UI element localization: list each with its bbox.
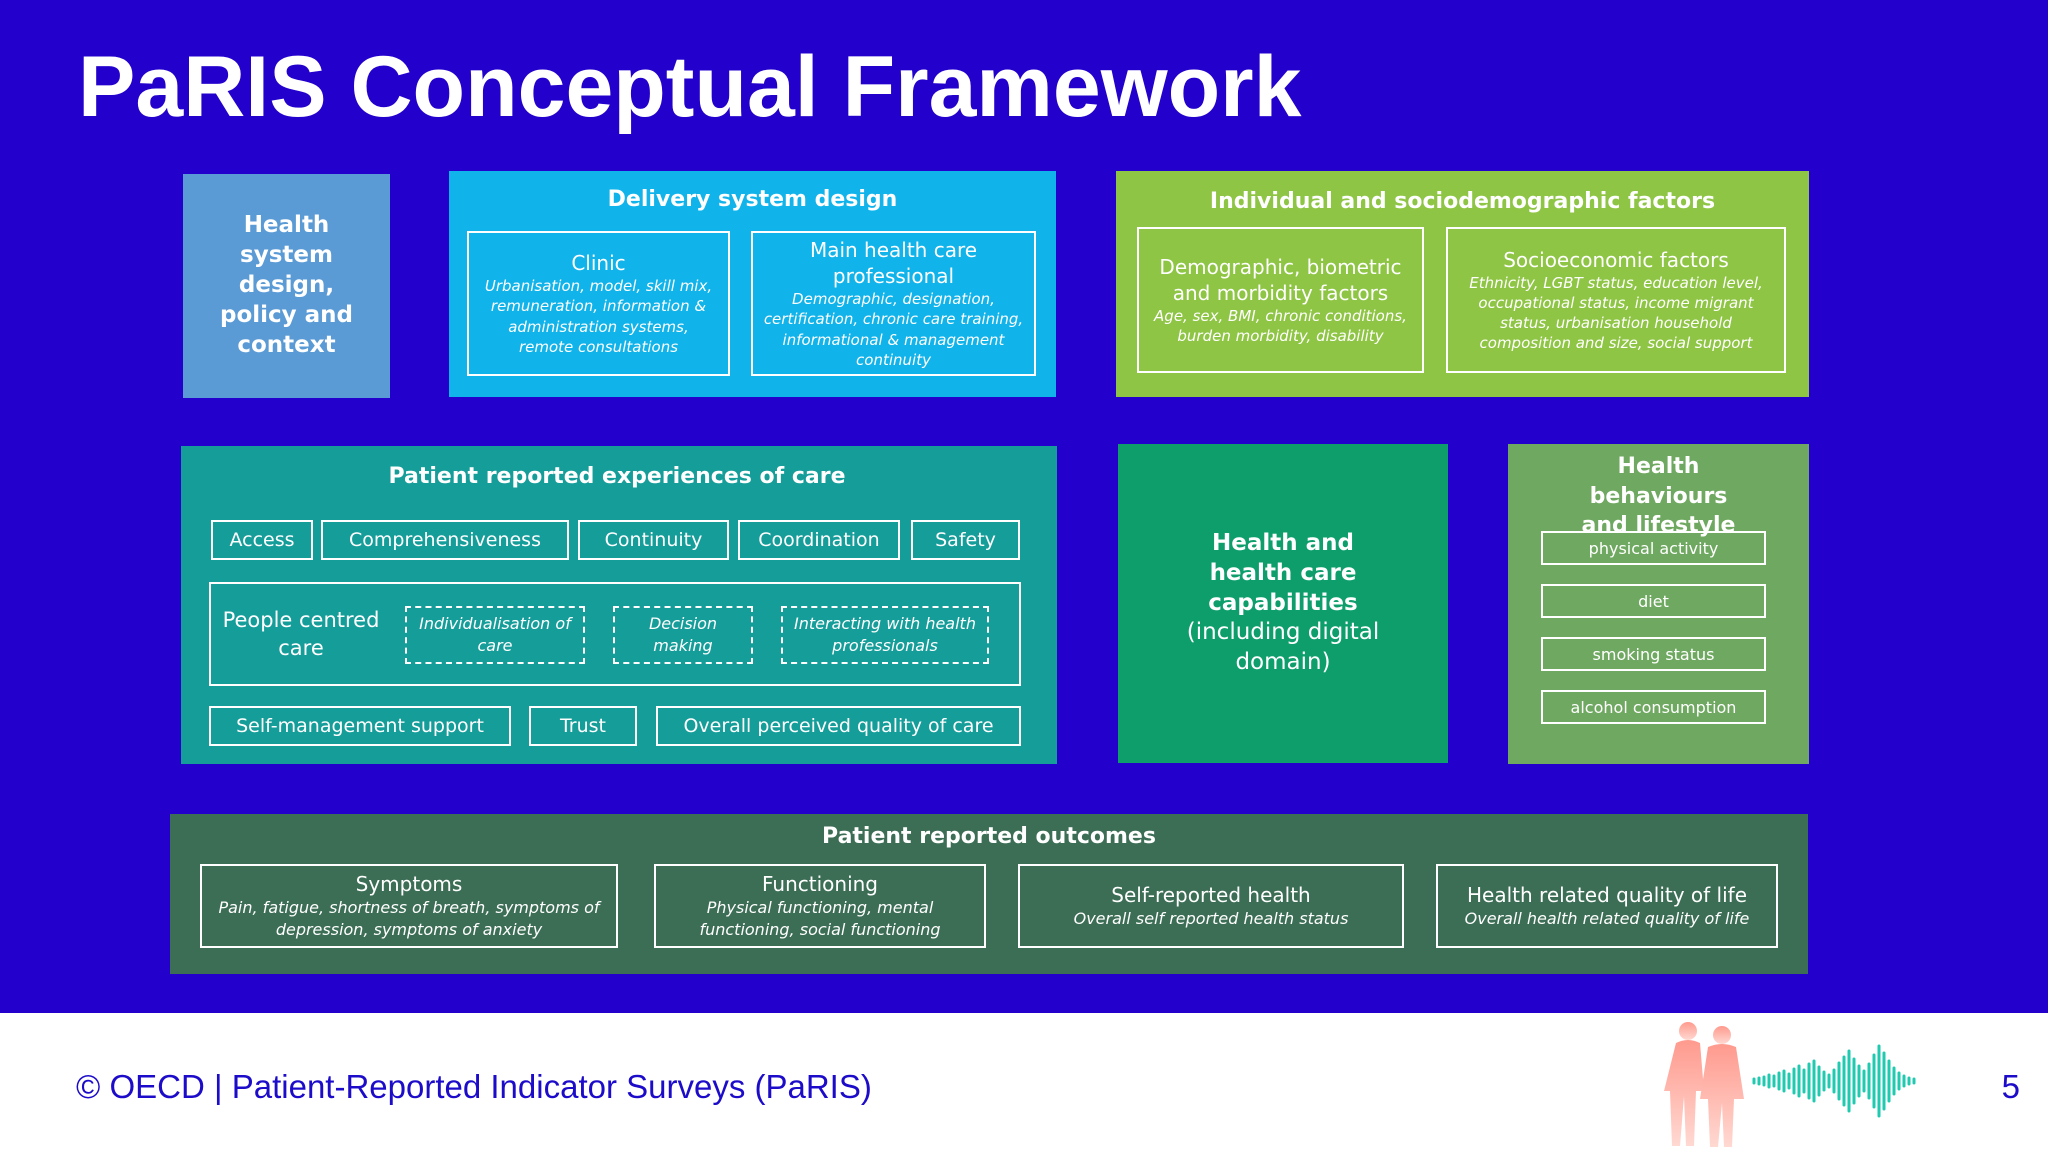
people-centred-item: Decision making xyxy=(613,606,753,664)
capabilities-box: Health and health care capabilities (inc… xyxy=(1118,444,1448,763)
delivery-system-box: Delivery system design Clinic Urbanisati… xyxy=(449,171,1056,397)
behaviour-item: diet xyxy=(1541,584,1766,618)
experience-chip: Access xyxy=(211,520,313,560)
footer-copyright: © OECD | Patient-Reported Indicator Surv… xyxy=(76,1068,872,1105)
socioeconomic-detail: Ethnicity, LGBT status, education level,… xyxy=(1469,273,1763,353)
experience-chip: Safety xyxy=(911,520,1020,560)
page-number: 5 xyxy=(2001,1068,2020,1105)
delivery-system-title: Delivery system design xyxy=(607,187,898,212)
people-centred-box: People centred care Individualisation of… xyxy=(209,582,1021,686)
clinic-box: Clinic Urbanisation, model, skill mix, r… xyxy=(467,231,730,376)
outcomes-box: Patient reported outcomes Symptoms Pain,… xyxy=(170,814,1808,974)
outcome-box: Health related quality of life Overall h… xyxy=(1436,864,1778,948)
people-centred-item: Interacting with health professionals xyxy=(781,606,989,664)
socioeconomic-title: Socioeconomic factors xyxy=(1503,247,1729,272)
experiences-title: Patient reported experiences of care xyxy=(388,464,846,489)
behaviour-item: alcohol consumption xyxy=(1541,690,1766,724)
professional-title: Main health care professional xyxy=(809,238,978,288)
soundwave-icon xyxy=(1752,1044,1916,1118)
outcome-box: Functioning Physical functioning, mental… xyxy=(654,864,986,948)
people-silhouette-icon xyxy=(1664,1022,1744,1147)
demographic-box: Demographic, biometric and morbidity fac… xyxy=(1137,227,1424,373)
behaviours-title: Health behaviours and lifestyle xyxy=(1581,454,1736,539)
individual-factors-box: Individual and sociodemographic factors … xyxy=(1116,171,1809,397)
individual-factors-title: Individual and sociodemographic factors xyxy=(1209,189,1716,214)
experiences-box: Patient reported experiences of care Acc… xyxy=(181,446,1057,764)
experience-chip: Trust xyxy=(529,706,637,746)
demographic-detail: Age, sex, BMI, chronic conditions, burde… xyxy=(1154,306,1407,345)
experience-chip: Comprehensiveness xyxy=(321,520,569,560)
capabilities-subtitle: (including digital domain) xyxy=(1186,619,1380,676)
behaviour-item: smoking status xyxy=(1541,637,1766,671)
slide-background: PaRIS Conceptual Framework Health system… xyxy=(0,0,2048,1013)
behaviours-box: Health behaviours and lifestyle physical… xyxy=(1508,444,1809,764)
health-system-label: Health system design, policy and context xyxy=(219,212,354,358)
professional-box: Main health care professional Demographi… xyxy=(751,231,1036,376)
behaviour-item: physical activity xyxy=(1541,531,1766,565)
slide-title: PaRIS Conceptual Framework xyxy=(78,39,1302,135)
health-system-box: Health system design, policy and context xyxy=(183,174,390,398)
paris-logo-icon xyxy=(1664,1022,1916,1147)
experience-chip: Overall perceived quality of care xyxy=(656,706,1021,746)
clinic-title: Clinic xyxy=(571,251,626,275)
experience-chip: Self-management support xyxy=(209,706,511,746)
outcomes-title: Patient reported outcomes xyxy=(822,824,1156,849)
professional-detail: Demographic, designation, certification,… xyxy=(763,290,1024,369)
experience-chip: Continuity xyxy=(578,520,729,560)
people-centred-item: Individualisation of care xyxy=(405,606,585,664)
demographic-title: Demographic, biometric and morbidity fac… xyxy=(1159,254,1402,305)
outcome-box: Self-reported health Overall self report… xyxy=(1018,864,1404,948)
outcome-box: Symptoms Pain, fatigue, shortness of bre… xyxy=(200,864,618,948)
capabilities-title: Health and health care capabilities xyxy=(1208,529,1358,616)
people-centred-label: People centred care xyxy=(222,608,380,661)
experience-chip: Coordination xyxy=(738,520,900,560)
socioeconomic-box: Socioeconomic factors Ethnicity, LGBT st… xyxy=(1446,227,1786,373)
clinic-detail: Urbanisation, model, skill mix, remunera… xyxy=(484,277,713,356)
